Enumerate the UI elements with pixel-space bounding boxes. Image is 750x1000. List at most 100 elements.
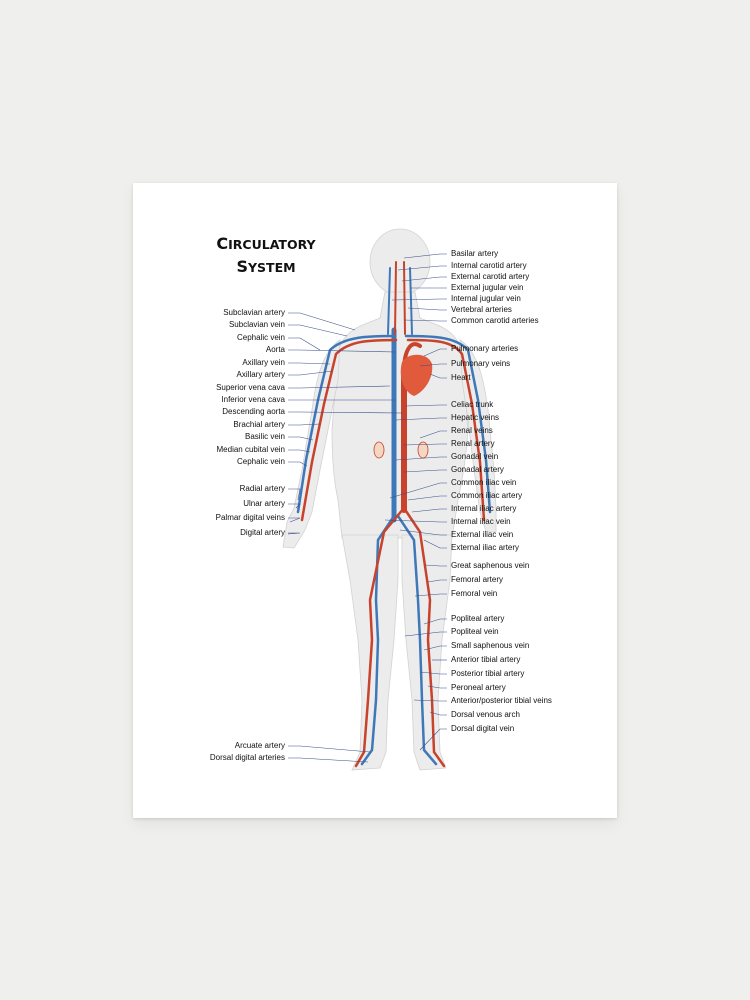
label-posterior-tibial-artery: Posterior tibial artery — [451, 669, 524, 678]
label-basilar-artery: Basilar artery — [451, 249, 498, 258]
label-gonadal-artery: Gonadal artery — [451, 465, 504, 474]
title-line-2: SYSTEM — [236, 257, 296, 276]
leader-line — [427, 685, 447, 689]
label-external-carotid-artery: External carotid artery — [451, 272, 529, 281]
right-leg — [401, 534, 453, 771]
leader-line — [288, 449, 311, 453]
leg-artery-left — [354, 506, 406, 768]
label-pulmonary-veins: Pulmonary veins — [451, 359, 510, 368]
leader-line — [423, 348, 447, 357]
head — [369, 228, 431, 296]
label-vertebral-arteries: Vertebral arteries — [451, 305, 512, 314]
leader-line — [429, 373, 447, 379]
label-femoral-vein: Femoral vein — [451, 589, 497, 598]
leader-line — [423, 618, 447, 625]
label-dorsal-digital-vein: Dorsal digital vein — [451, 724, 514, 733]
label-dorsal-venous-arch: Dorsal venous arch — [451, 710, 520, 719]
label-cephalic-vein: Cephalic vein — [237, 457, 285, 466]
label-cephalic-vein: Cephalic vein — [237, 333, 285, 342]
leader-line — [384, 519, 447, 523]
leader-line — [419, 728, 447, 751]
label-aorta: Aorta — [266, 345, 286, 354]
title-line-1: CIRCULATORY — [216, 234, 316, 253]
leader-line — [414, 593, 447, 597]
leader-line — [288, 362, 331, 365]
leader-line — [413, 699, 447, 702]
title-line-1-rest: IRCULATORY — [228, 237, 316, 252]
label-axillary-artery: Axillary artery — [237, 370, 285, 379]
leader-line — [389, 482, 447, 499]
label-renal-veins: Renal veins — [451, 426, 493, 435]
label-external-iliac-vein: External iliac vein — [451, 530, 513, 539]
arm-artery-right — [406, 338, 486, 522]
leader-line — [288, 745, 371, 753]
leader-line — [427, 579, 447, 583]
leader-line — [288, 411, 404, 414]
leader-line — [288, 517, 301, 523]
leader-line — [419, 671, 447, 675]
poster-title: CIRCULATORY SYSTEM — [200, 233, 332, 279]
leg-vein-left — [360, 514, 396, 766]
leader-line — [397, 265, 447, 271]
label-peroneal-artery: Peroneal artery — [451, 683, 506, 692]
label-internal-jugular-vein: Internal jugular vein — [451, 294, 521, 303]
label-subclavian-artery: Subclavian artery — [223, 308, 285, 317]
label-common-iliac-artery: Common iliac artery — [451, 491, 522, 500]
label-anterior-tibial-artery: Anterior tibial artery — [451, 655, 520, 664]
label-subclavian-vein: Subclavian vein — [229, 320, 285, 329]
leader-line — [411, 508, 447, 513]
leader-line — [288, 461, 308, 467]
label-ulnar-artery: Ulnar artery — [243, 499, 285, 508]
leader-line — [403, 253, 447, 259]
label-dorsal-digital-arteries: Dorsal digital arteries — [210, 753, 285, 762]
jugular-veins — [387, 267, 413, 335]
label-pulmonary-arteries: Pulmonary arteries — [451, 344, 518, 353]
leader-line — [288, 423, 321, 426]
label-arcuate-artery: Arcuate artery — [235, 741, 285, 750]
leader-line — [288, 324, 348, 337]
leader-line — [419, 363, 447, 367]
title-line-2-rest: YSTEM — [247, 260, 296, 275]
leader-line — [288, 337, 321, 351]
leg-artery-right — [402, 506, 446, 768]
label-descending-aorta: Descending aorta — [222, 407, 285, 416]
label-heart: Heart — [451, 373, 471, 382]
leader-line — [288, 503, 301, 509]
label-digital-artery: Digital artery — [240, 528, 285, 537]
leader-line — [288, 312, 356, 331]
label-palmar-digital-veins: Palmar digital veins — [216, 513, 285, 522]
label-superior-vena-cava: Superior vena cava — [216, 383, 285, 392]
label-hepatic-veins: Hepatic veins — [451, 413, 499, 422]
veins — [296, 267, 492, 766]
label-common-iliac-vein: Common iliac vein — [451, 478, 516, 487]
leader-line — [423, 645, 447, 651]
leader-line — [288, 349, 396, 353]
leader-line — [429, 711, 447, 716]
leader-line — [399, 529, 447, 536]
leader-line — [404, 631, 447, 637]
label-basilic-vein: Basilic vein — [245, 432, 285, 441]
label-small-saphenous-vein: Small saphenous vein — [451, 641, 529, 650]
label-radial-artery: Radial artery — [240, 484, 285, 493]
carotid-arteries — [394, 261, 406, 335]
leader-line — [423, 539, 447, 549]
leader-line — [391, 298, 447, 301]
heart — [400, 354, 433, 396]
label-anterior-posterior-tibial-veins: Anterior/posterior tibial veins — [451, 696, 552, 705]
leader-line — [407, 495, 447, 501]
label-gonadal-vein: Gonadal vein — [451, 452, 498, 461]
leg-vein-right — [396, 514, 438, 766]
leader-line — [403, 469, 447, 473]
leader-line — [401, 276, 447, 282]
leader-line — [288, 757, 369, 763]
label-popliteal-artery: Popliteal artery — [451, 614, 504, 623]
leader-line — [407, 307, 447, 311]
label-external-jugular-vein: External jugular vein — [451, 283, 523, 292]
label-popliteal-vein: Popliteal vein — [451, 627, 499, 636]
leader-line — [287, 532, 301, 535]
label-great-saphenous-vein: Great saphenous vein — [451, 561, 529, 570]
label-external-iliac-artery: External iliac artery — [451, 543, 519, 552]
label-common-carotid-arteries: Common carotid arteries — [451, 316, 539, 325]
